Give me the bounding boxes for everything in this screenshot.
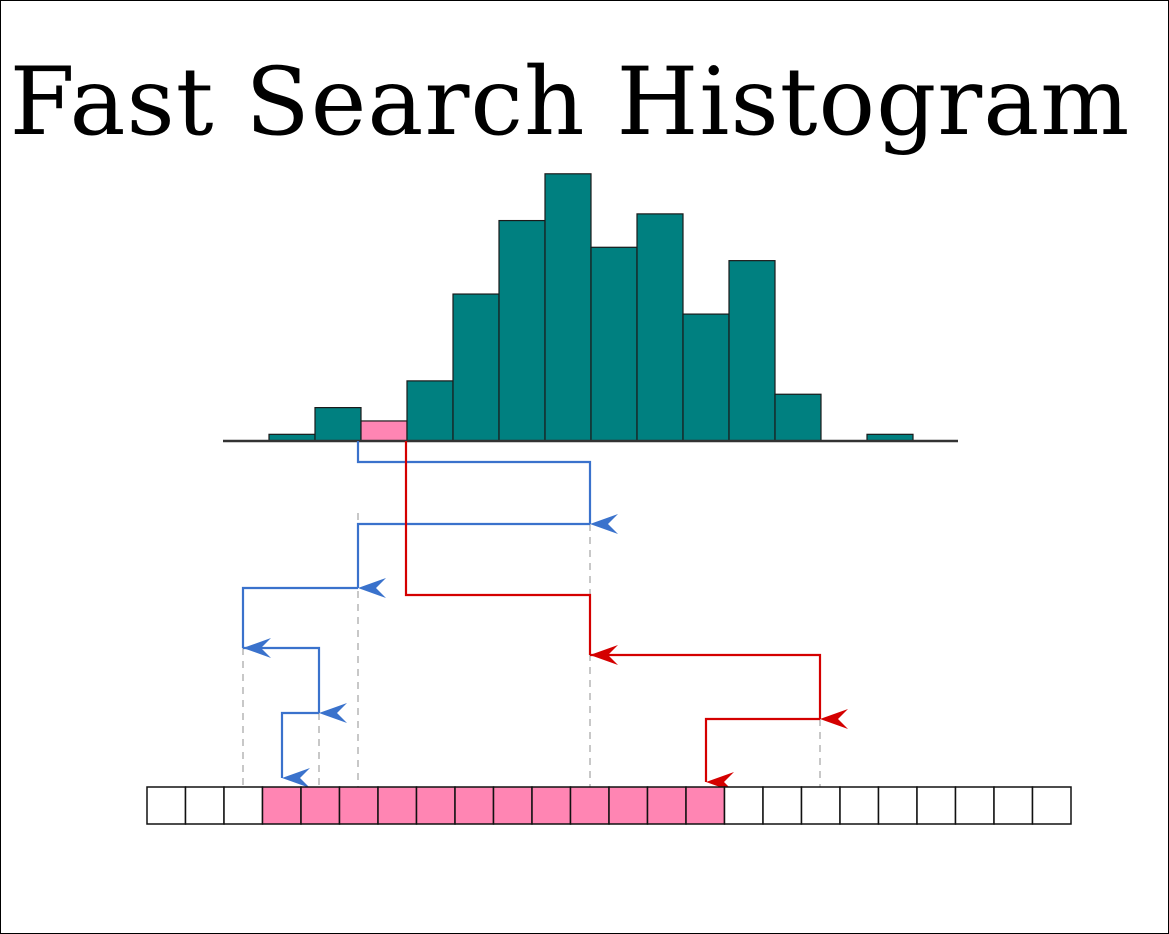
array-cell: [184, 786, 225, 825]
array-cell-highlighted: [646, 786, 687, 825]
histogram-bar: [452, 293, 500, 442]
array-cell: [762, 786, 803, 825]
array-cell: [877, 786, 918, 825]
histogram-bar: [590, 246, 638, 442]
search-paths: [241, 441, 848, 792]
array-cell-highlighted: [608, 786, 649, 825]
array-cell-highlighted: [377, 786, 418, 825]
red-search-step: [590, 653, 848, 729]
array-cell: [1031, 786, 1072, 825]
histogram-bar-highlighted: [360, 420, 408, 442]
blue-search-step: [356, 441, 618, 534]
histogram-bar: [682, 313, 730, 442]
array-cell: [993, 786, 1034, 825]
histogram-bar: [636, 213, 684, 442]
guide-lines: [242, 513, 821, 787]
array-cell-highlighted: [261, 786, 302, 825]
array-cell: [146, 786, 187, 825]
histogram-bar: [728, 260, 776, 442]
array-cell: [839, 786, 880, 825]
blue-search-step: [243, 646, 347, 723]
array-cell-highlighted: [531, 786, 572, 825]
red-search-step: [404, 441, 618, 665]
array-cell: [723, 786, 764, 825]
histogram-bar: [498, 219, 546, 442]
histogram-bar: [406, 380, 454, 442]
blue-search-step: [356, 522, 590, 598]
blue-search-step: [280, 711, 319, 788]
array-cell-highlighted: [492, 786, 533, 825]
array-cell: [954, 786, 995, 825]
array-cell-highlighted: [685, 786, 726, 825]
array-cell-highlighted: [415, 786, 456, 825]
array-cell: [800, 786, 841, 825]
histogram: [223, 173, 958, 443]
histogram-bar: [774, 393, 822, 442]
array-cell: [223, 786, 264, 825]
array-cell-highlighted: [300, 786, 341, 825]
page-title: Fast Search Histogram: [9, 48, 1131, 157]
array-cell: [916, 786, 957, 825]
red-search-step: [704, 717, 820, 792]
array-cell-highlighted: [454, 786, 495, 825]
blue-search-step: [241, 586, 358, 658]
array-cell-highlighted: [569, 786, 610, 825]
histogram-bar: [544, 173, 592, 442]
sorted-array: [146, 786, 1072, 825]
histogram-bar: [314, 407, 362, 442]
array-cell-highlighted: [338, 786, 379, 825]
